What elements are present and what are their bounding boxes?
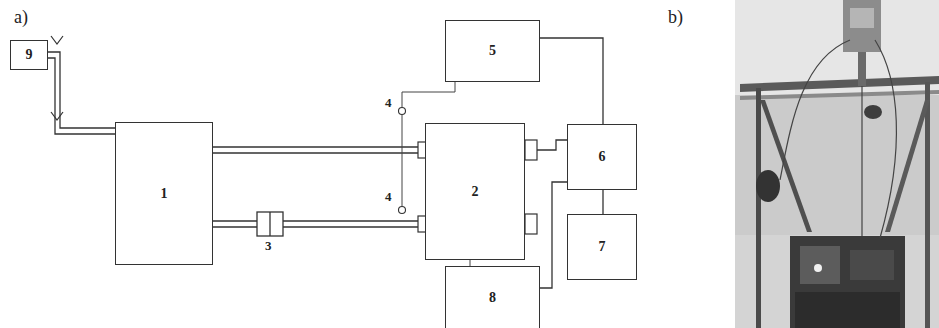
photo-test-stand [885,100,930,232]
sensor-wire [402,82,455,107]
bearing-symbol [525,214,537,234]
process-box: 1 [115,122,213,265]
shaft-line [213,147,425,153]
panel-letter: a) [14,8,28,28]
sensor-wire [402,115,403,206]
photo-test-stand [735,95,939,235]
bevel-gear-symbol [51,36,63,120]
bevel-gear-symbol [51,112,63,120]
photo-test-stand [795,292,900,328]
process-box: 2 [425,123,525,260]
callout-number: 4 [385,190,392,204]
photo-test-stand [735,0,939,328]
photo-cables [875,40,896,238]
box-number: 9 [26,47,33,62]
box-number: 2 [472,184,479,199]
box-number: 1 [161,186,168,201]
coupling-symbol [269,212,270,236]
shaft-line [213,221,425,227]
signal-wire [540,38,603,124]
coupling-symbol [257,212,283,236]
photo-cables [780,40,850,180]
photo-test-stand [800,246,840,284]
sensor-symbol [399,207,406,214]
photo-test-stand [760,100,812,232]
photo-test-stand [843,0,881,52]
bearing-symbol [525,140,537,160]
photo-test-stand [858,52,866,86]
process-box: 8 [445,266,540,328]
panel-letter: b) [668,8,683,28]
photo-test-stand [790,236,905,328]
photo-test-stand [925,82,930,328]
photo-test-stand [850,8,874,28]
photo-test-stand [740,76,939,92]
signal-wire [602,190,603,214]
callout-number: 3 [265,239,272,253]
photo-cables [861,86,862,236]
photo-test-stand [850,250,894,280]
box-number: 6 [599,149,606,164]
coupling-symbol [257,212,283,236]
process-box: 6 [567,124,637,190]
process-box: 9 [10,40,48,70]
signal-wire [540,182,567,288]
shaft-line [48,52,115,134]
sensor-symbol [399,108,406,115]
box-number: 7 [599,239,606,254]
callout-number: 4 [385,96,392,110]
photo-test-stand [740,90,939,100]
photo-test-stand [814,264,822,272]
photo-cables [780,40,896,238]
photo-test-stand [864,105,882,119]
box-number: 5 [489,43,496,58]
photo-test-stand [756,88,761,328]
box-number: 8 [489,290,496,305]
process-box: 7 [567,214,637,280]
sensor-symbol [399,108,406,214]
photo-test-stand [735,0,939,328]
process-box: 5 [445,20,540,82]
photo-test-stand [756,170,780,202]
bevel-gear-symbol [51,36,63,44]
